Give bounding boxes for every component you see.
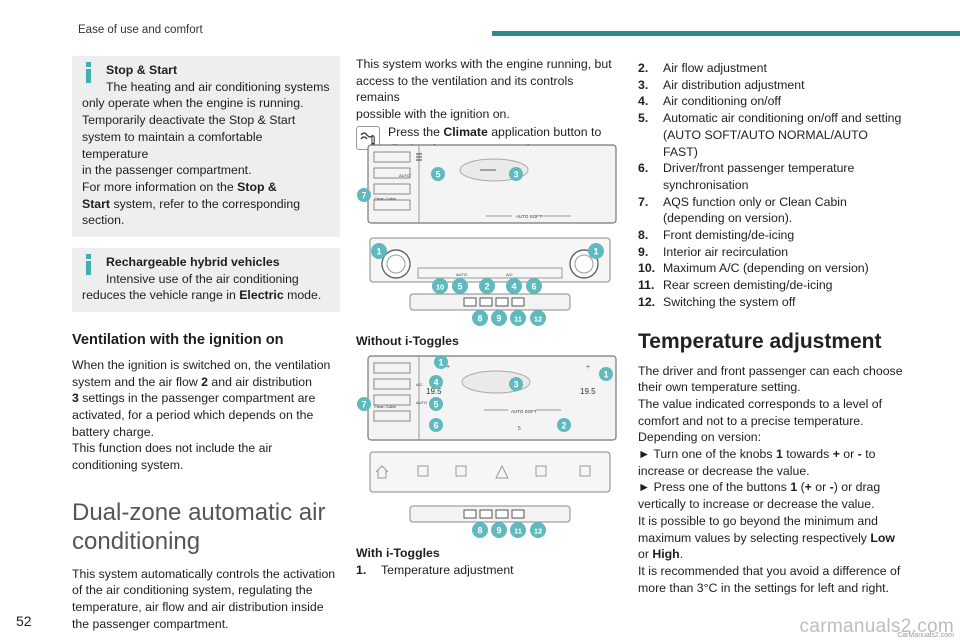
infobox-text: system to maintain a comfortable tempera…: [82, 129, 263, 161]
paragraph: When the ignition is switched on, the ve…: [72, 357, 331, 473]
callout-badge-1: 1: [376, 247, 381, 257]
list-item: 8.Front demisting/de-icing: [638, 228, 795, 243]
infobox-text: section.: [82, 213, 125, 228]
figure-ac-text: A/C: [506, 272, 513, 277]
numbered-legend: 2.Air flow adjustment 3.Air distribution…: [638, 60, 906, 311]
figure-auto-soft-text: AUTO SOFT: [516, 214, 542, 219]
figure-auto-text: AUTO: [456, 272, 467, 277]
paragraph: This system automatically controls the a…: [72, 566, 336, 631]
infobox-text: Start system, refer to the corresponding: [82, 196, 301, 211]
left-column: Stop & Start The heating and air conditi…: [72, 56, 340, 633]
callout-badge-5: 5: [457, 282, 462, 292]
list-item: 11.Rear screen demisting/de-icing: [638, 278, 833, 293]
list-item: 5.Automatic air conditioning on/off and …: [638, 111, 902, 159]
paragraph-line: access to the ventilation and its contro…: [356, 73, 574, 105]
callout-badge-1: 1: [438, 358, 443, 368]
callout-badge-2: 2: [484, 282, 489, 292]
figure-auto-soft-text: AUTO SOFT: [511, 409, 537, 414]
list-item: 6.Driver/front passenger temperature syn…: [638, 161, 855, 192]
callout-badge-12: 12: [534, 527, 542, 536]
callout-badge-10: 10: [436, 283, 444, 292]
callout-badge-9: 9: [496, 314, 501, 324]
infobox-text: Temporarily deactivate the Stop & Start: [82, 113, 296, 128]
paragraph: The driver and front passenger can each …: [638, 363, 903, 595]
callout-badge-3: 3: [509, 167, 523, 181]
callout-badge-5: 5: [431, 167, 445, 181]
svg-text:7: 7: [361, 191, 366, 201]
callout-badge-1: 1: [603, 370, 608, 380]
infobox-text: For more information on the Stop &: [82, 179, 277, 194]
page-number: 52: [16, 613, 32, 629]
section-heading: Ventilation with the ignition on: [72, 332, 284, 349]
callout-badge-12: 12: [534, 315, 542, 324]
running-header: Ease of use and comfort: [78, 24, 203, 36]
watermark: carmanuals2.com: [799, 616, 954, 637]
callout-badge-11: 11: [514, 315, 522, 324]
figure-auto-text: AUTO: [416, 400, 427, 405]
figure-ac-text: A/C: [416, 382, 423, 387]
info-icon: [86, 62, 96, 83]
section-heading: Temperature adjustment: [638, 329, 882, 353]
list-item: 7.AQS function only or Clean Cabin (depe…: [638, 194, 847, 226]
infobox-text: Intensive use of the air conditioning: [106, 271, 299, 286]
info-icon: [86, 254, 96, 276]
callout-badge-8: 8: [477, 314, 482, 324]
infobox-text: only operate when the engine is running.: [82, 96, 304, 111]
callout-badge-7: 7: [361, 400, 366, 410]
plus-text: +: [586, 364, 590, 371]
infobox-text: reduces the vehicle range in Electric mo…: [82, 288, 322, 303]
list-item: 2.Air flow adjustment: [638, 61, 767, 75]
list-item: 1.Temperature adjustment: [356, 563, 514, 577]
infobox-text: in the passenger compartment.: [82, 163, 252, 178]
svg-text:3: 3: [513, 170, 518, 180]
figure-caption-without: Without i-Toggles: [356, 334, 459, 348]
watermark-corner: CarManuals2.com: [897, 632, 954, 639]
chapter-heading: Dual-zone automatic air conditioning: [72, 498, 326, 555]
callout-badge-11: 11: [514, 527, 522, 536]
plus-text: +: [446, 364, 450, 371]
paragraph-line: possible with the ignition on.: [356, 107, 510, 122]
list-item: 12.Switching the system off: [638, 294, 796, 309]
control-panel-figure-2: 8 9 11 12: [369, 451, 611, 538]
figure-auto-text: AUTO: [399, 173, 410, 178]
temp-readout-right: 19.5: [580, 387, 596, 396]
infobox-title: Stop & Start: [106, 63, 178, 77]
callout-badge-4: 4: [433, 378, 438, 388]
svg-text:5: 5: [435, 170, 440, 180]
figure-clean-cabin-text: Clean Cabin: [374, 196, 396, 201]
callout-badge-2: 2: [561, 421, 566, 431]
infobox-title: Rechargeable hybrid vehicles: [106, 255, 280, 270]
figure-clean-cabin-text: Clean Cabin: [374, 404, 396, 409]
header-rule: [492, 31, 960, 36]
hybrid-infobox: Rechargeable hybrid vehicles Intensive u…: [72, 248, 340, 313]
infobox-text: The heating and air conditioning systems: [106, 79, 330, 94]
callout-badge-6: 6: [433, 421, 438, 431]
touchscreen-figure-2: A/C AUTO Clean Cabin + + 19.5 19.5 AUTO …: [357, 355, 617, 441]
callout-badge-9: 9: [496, 526, 501, 536]
figure-caption-with: With i-Toggles: [356, 546, 440, 560]
callout-badge-8: 8: [477, 526, 482, 536]
list-item: 9.Interior air recirculation: [638, 244, 789, 259]
fan-level-text: 5: [518, 426, 521, 432]
callout-badge-1: 1: [593, 247, 598, 257]
list-item: 3.Air distribution adjustment: [638, 77, 805, 92]
right-column: 2.Air flow adjustment 3.Air distribution…: [638, 60, 906, 596]
paragraph-line: This system works with the engine runnin…: [356, 57, 612, 71]
callout-badge-5: 5: [433, 400, 438, 410]
callout-badge-3: 3: [513, 380, 518, 390]
temp-readout-left: 19.5: [426, 387, 442, 396]
stop-start-infobox: Stop & Start The heating and air conditi…: [72, 56, 340, 238]
list-item: 4.Air conditioning on/off: [638, 94, 782, 109]
callout-badge-4: 4: [511, 282, 516, 292]
callout-badge-6: 6: [531, 282, 536, 292]
callout-badge-7: 7: [357, 188, 371, 202]
list-item: 10.Maximum A/C (depending on version): [638, 261, 869, 276]
touchscreen-figure-1: AUTO Clean Cabin AUTO SOFT 5 3 7: [357, 144, 617, 224]
